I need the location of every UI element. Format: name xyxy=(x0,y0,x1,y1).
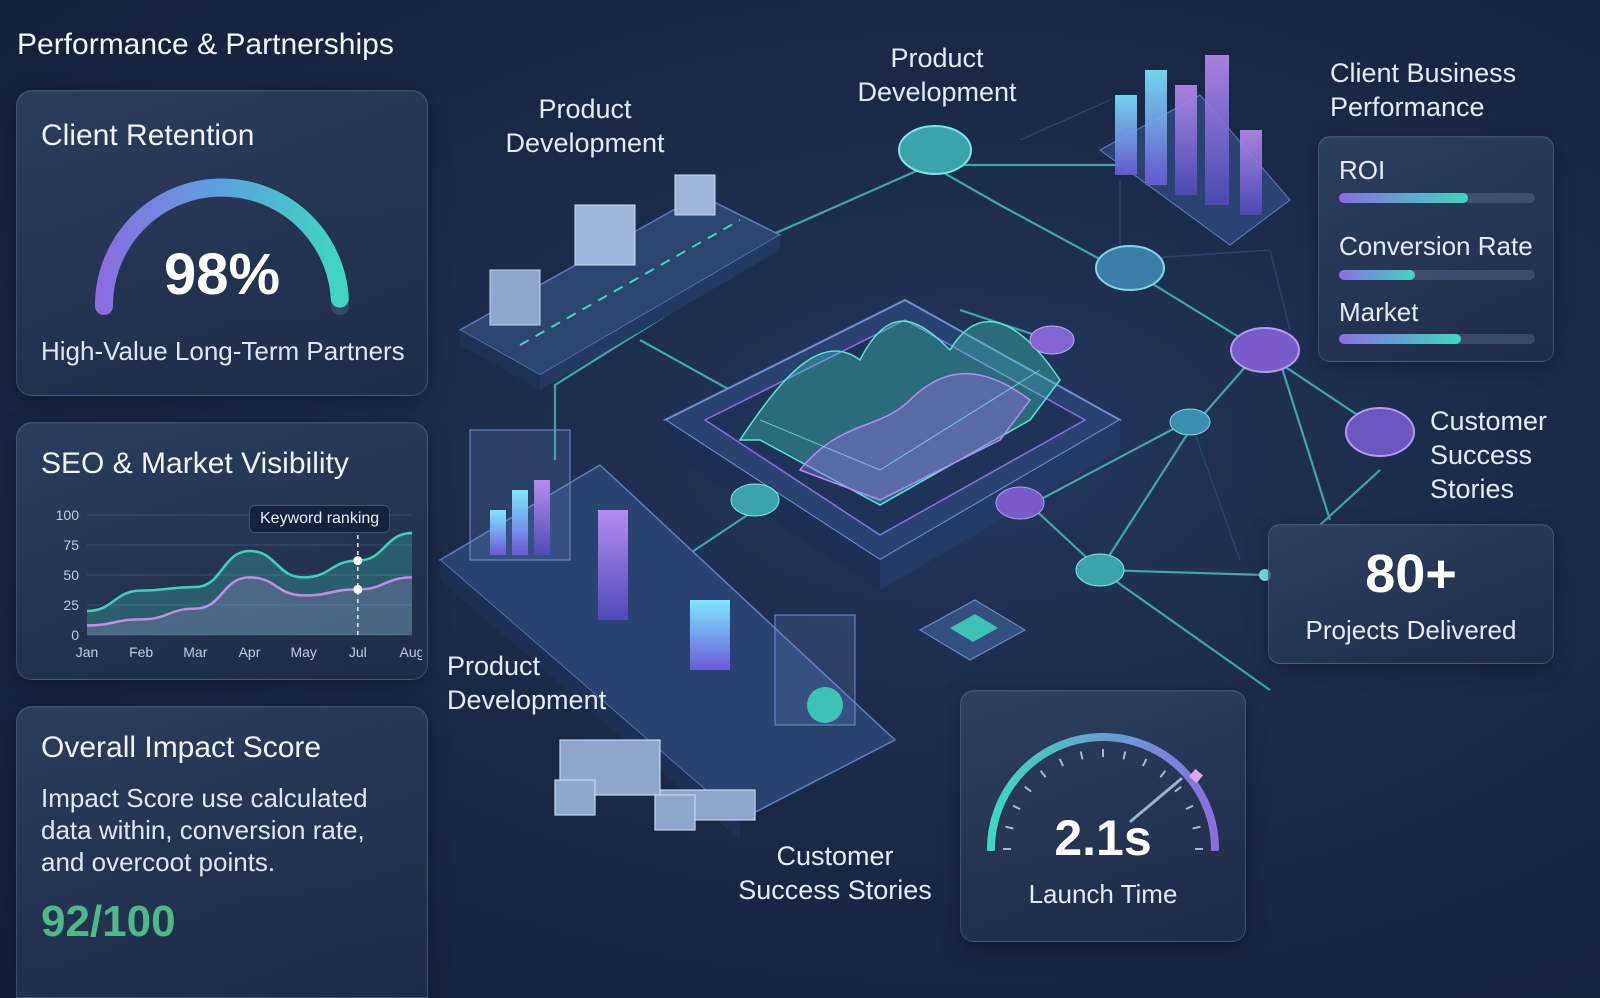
impact-description-line: and overcoot points. xyxy=(41,847,276,877)
client-retention-title: Client Retention xyxy=(41,119,255,152)
kpi-label-market: Market xyxy=(1339,297,1419,327)
network-nodes xyxy=(730,125,1415,587)
launch-label: Launch Time xyxy=(1028,879,1178,909)
x-tick-label: Mar xyxy=(183,644,207,660)
retention-gauge-fill xyxy=(94,178,349,315)
y-tick-label: 100 xyxy=(56,507,80,523)
launch-value: 2.1s xyxy=(1054,810,1152,866)
gauge-tick xyxy=(1185,804,1194,810)
customer-success-stories-label: Customer Success Stories xyxy=(738,841,932,905)
gauge-tick xyxy=(1122,751,1127,760)
gauge-tick xyxy=(1024,785,1032,793)
y-tick-label: 50 xyxy=(63,567,79,583)
processor-chip xyxy=(918,599,1027,661)
logistics-platform-top xyxy=(458,174,782,390)
client-business-title: Client Business Performance xyxy=(1330,58,1517,122)
projects-delivered-card: 80+ Projects Delivered xyxy=(1268,524,1554,664)
client-business-card: ROI Conversion Rate Market xyxy=(1318,136,1554,362)
conversion-rate-bar xyxy=(1339,270,1535,280)
impact-title: Overall Impact Score xyxy=(41,731,322,764)
seo-title: SEO & Market Visibility xyxy=(41,447,349,480)
y-tick-label: 25 xyxy=(63,597,79,613)
gauge-tick xyxy=(1174,785,1182,793)
x-tick-label: May xyxy=(290,644,316,660)
y-tick-label: 75 xyxy=(63,537,79,553)
gauge-tick xyxy=(1058,758,1064,767)
customer-success-stories-label: Customer Success Stories xyxy=(1430,406,1548,504)
launch-time-card: 2.1s Launch Time xyxy=(960,690,1246,942)
roi-bar-fill xyxy=(1339,193,1469,203)
market-bar-fill xyxy=(1339,334,1461,344)
product-development-label: Product Development xyxy=(447,651,607,715)
highlight-point xyxy=(353,556,363,566)
gauge-tick xyxy=(1005,825,1014,830)
x-tick-label: Aug xyxy=(400,644,422,660)
impact-description-line: Impact Score use calculated xyxy=(41,783,368,813)
bar-chart-cluster-top-right xyxy=(1099,55,1291,246)
gauge-tick xyxy=(1012,804,1021,810)
network-connectors xyxy=(553,163,1381,691)
y-tick-label: 0 xyxy=(71,627,79,643)
projects-label: Projects Delivered xyxy=(1305,615,1517,645)
client-retention-card: Client Retention 98% High-Value Long-Ter… xyxy=(16,90,428,396)
roi-bar xyxy=(1339,193,1535,203)
keyword-ranking-tooltip: Keyword ranking xyxy=(249,505,391,533)
x-tick-label: Feb xyxy=(129,644,153,660)
product-development-label: Product Development xyxy=(857,43,1017,107)
isometric-dashboard-illustration xyxy=(438,55,1415,840)
launch-speed-gauge xyxy=(987,733,1219,851)
gauge-tick xyxy=(1039,770,1047,778)
retention-gauge xyxy=(94,178,349,315)
impact-score-value: 92/100 xyxy=(41,897,176,946)
impact-score-card: Overall Impact Score Impact Score use ca… xyxy=(16,706,428,998)
gauge-tick xyxy=(1192,825,1201,830)
retention-value: 98% xyxy=(163,242,281,307)
series-area xyxy=(87,577,412,635)
projects-value: 80+ xyxy=(1365,544,1457,604)
gauge-tick xyxy=(1142,758,1148,767)
highlight-point xyxy=(353,584,363,594)
retention-subtitle: High-Value Long-Term Partners xyxy=(41,336,405,366)
series-area xyxy=(87,533,412,635)
conversion-rate-bar-fill xyxy=(1339,270,1416,280)
impact-description: Impact Score use calculated data within,… xyxy=(41,782,368,878)
x-tick-label: Apr xyxy=(239,644,261,660)
page-title: Performance & Partnerships xyxy=(17,28,394,61)
delivery-trucks xyxy=(554,739,756,831)
gauge-tick xyxy=(1159,770,1167,778)
impact-description-line: data within, conversion rate, xyxy=(41,815,365,845)
gauge-tick xyxy=(1079,751,1084,760)
bar-chart-platform-bottom xyxy=(438,429,897,840)
kpi-label-roi: ROI xyxy=(1339,155,1386,185)
x-tick-label: Jan xyxy=(76,644,99,660)
kpi-label-conversion-rate: Conversion Rate xyxy=(1339,231,1533,261)
x-tick-label: Jul xyxy=(349,644,367,660)
market-bar xyxy=(1339,334,1535,344)
product-development-label: Product Development xyxy=(505,94,665,158)
